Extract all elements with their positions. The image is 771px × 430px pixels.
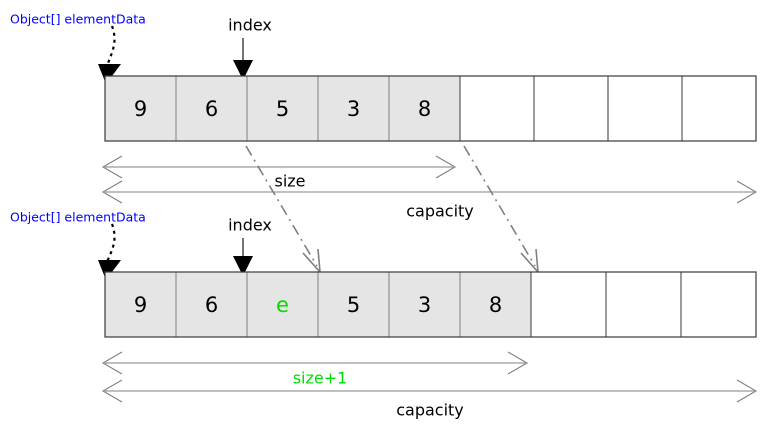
cell-top-2 (246, 75, 319, 142)
cell-value-bottom-4: 3 (418, 293, 431, 317)
element-data-pointer-bottom (105, 223, 116, 263)
filled-cells-bottom (104, 271, 532, 338)
cell-value-bottom-5: 8 (489, 293, 502, 317)
shift-connector-index (245, 145, 322, 275)
index-label-bottom: index (228, 216, 272, 235)
cell-bottom-4 (388, 271, 461, 338)
index-arrowhead-top (233, 60, 253, 80)
empty-cells-top (459, 75, 757, 142)
size-label-bottom: size+1 (293, 369, 348, 388)
capacity-label-top: capacity (406, 202, 474, 221)
cell-value-top-1: 6 (205, 97, 218, 121)
element-data-label-top: Object[] elementData (10, 12, 146, 27)
empty-cells-bottom (530, 271, 757, 338)
shift-connector-size (463, 145, 540, 275)
array-after-insert: Object[] elementData index 9 6 e 5 3 8 (10, 210, 758, 420)
element-data-pointer-top (105, 25, 116, 67)
cell-top-8 (681, 75, 757, 142)
cell-value-bottom-2: e (276, 293, 289, 317)
cell-value-bottom-0: 9 (134, 293, 147, 317)
index-label-top: index (228, 16, 272, 35)
cell-bottom-7 (605, 271, 682, 338)
cell-bottom-6 (530, 271, 607, 338)
filled-cells-top (104, 75, 461, 142)
cell-top-7 (607, 75, 683, 142)
element-data-arrowhead-top (98, 64, 121, 84)
array-outline-bottom (104, 271, 757, 338)
cell-value-top-4: 8 (418, 97, 431, 121)
cell-bottom-8 (680, 271, 757, 338)
cell-value-bottom-1: 6 (205, 293, 218, 317)
cell-top-5 (459, 75, 535, 142)
cell-top-6 (533, 75, 609, 142)
capacity-measure-top (101, 180, 758, 204)
array-outline-top (104, 75, 757, 142)
size-measure-bottom (101, 351, 529, 375)
element-data-label-bottom: Object[] elementData (10, 210, 146, 225)
size-measure-top (101, 155, 457, 179)
cell-bottom-5 (459, 271, 532, 338)
capacity-measure-bottom (101, 379, 758, 403)
size-label-top: size (274, 172, 305, 191)
cell-top-0 (104, 75, 177, 142)
index-arrowhead-bottom (233, 256, 253, 276)
cell-value-top-0: 9 (134, 97, 147, 121)
cell-value-top-3: 3 (347, 97, 360, 121)
cell-value-bottom-3: 5 (347, 293, 360, 317)
element-data-arrowhead-bottom (98, 260, 121, 280)
array-before-insert: Object[] elementData index 9 6 5 3 8 (10, 12, 758, 221)
cell-value-top-2: 5 (276, 97, 289, 121)
capacity-label-bottom: capacity (396, 401, 464, 420)
